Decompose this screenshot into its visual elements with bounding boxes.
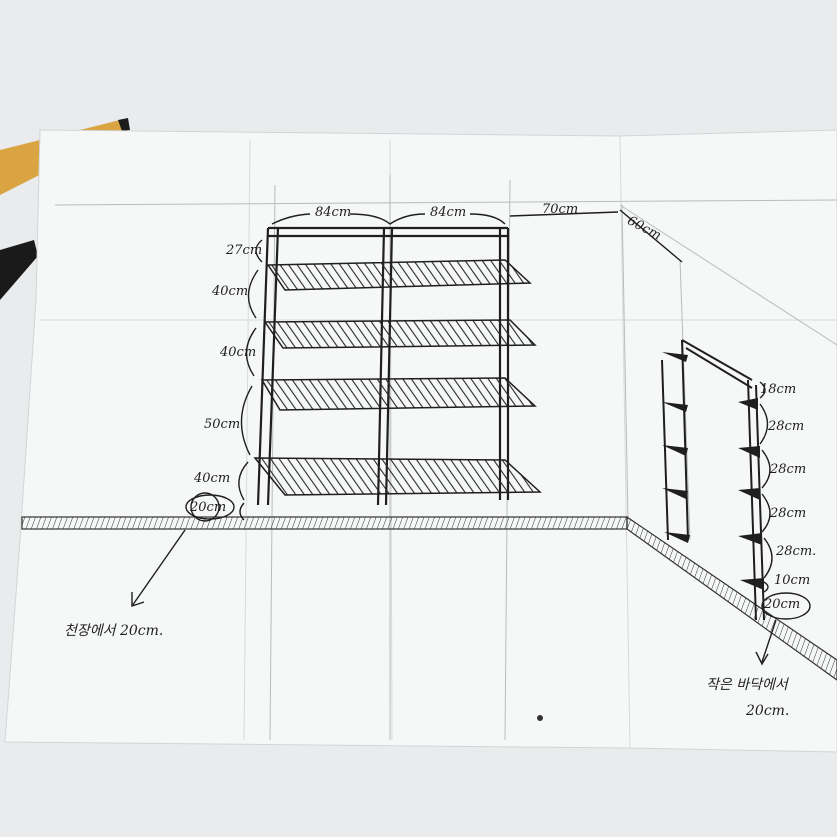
floor-line-side — [626, 515, 837, 681]
floor-line — [21, 516, 628, 530]
spacing-label-1: 40cm — [212, 284, 249, 299]
top-dimension-arcs — [271, 209, 683, 263]
side-spacing-label-4: 28cm — [770, 506, 807, 521]
width-label-2: 84cm — [430, 205, 467, 220]
side-spacing-label-1: 18cm — [760, 382, 797, 397]
front-shelves — [253, 259, 542, 496]
spacing-label-2: 40cm — [220, 345, 257, 360]
side-note-line2: 20cm. — [746, 703, 790, 719]
side-spacing-label-2: 28cm — [768, 419, 805, 434]
side-spacing-label-3: 28cm — [770, 462, 807, 477]
side-dimension-arcs — [755, 381, 811, 666]
front-note: 천장에서 20cm. — [64, 623, 164, 639]
floor-clearance-label: 20cm — [190, 500, 227, 515]
spacing-label-3: 50cm — [204, 417, 241, 432]
width-label-1: 84cm — [315, 205, 352, 220]
side-spacing-label-6: 10cm — [774, 573, 811, 588]
right-gap-label: 70cm — [542, 202, 579, 217]
marker — [0, 240, 38, 300]
top-offset-label: 27cm — [226, 243, 263, 258]
side-note-line1: 작은 바닥에서 — [706, 677, 788, 693]
sketch-paper — [4, 129, 837, 753]
side-floor-clearance-label: 20cm — [764, 597, 801, 612]
side-shelves — [662, 352, 764, 590]
side-spacing-label-5: 28cm. — [776, 544, 817, 559]
spacing-label-4: 40cm — [194, 471, 231, 486]
ink-speck — [537, 715, 543, 721]
left-dimension-brackets — [131, 239, 263, 607]
